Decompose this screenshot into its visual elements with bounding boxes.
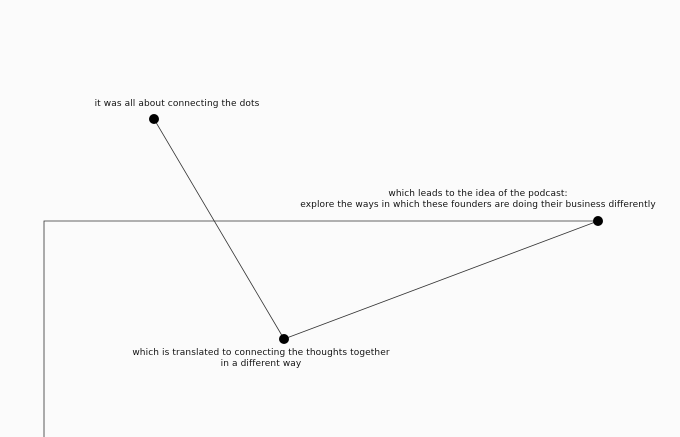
dot-3-label-line: which is translated to connecting the th… [132, 348, 390, 358]
connector-dot-3-to-dot-2 [283, 220, 599, 340]
dot-2-label: which leads to the idea of the podcast: … [288, 189, 668, 211]
dot-3-label: which is translated to connecting the th… [120, 348, 402, 370]
dot-2 [593, 216, 603, 226]
frame-line [43, 220, 598, 437]
dot-1 [149, 114, 159, 124]
dot-1-label: it was all about connecting the dots [58, 99, 296, 110]
dot-2-label-line: which leads to the idea of the podcast: [388, 189, 568, 199]
connector-dot-1-to-dot-3 [153, 118, 285, 340]
dot-2-label-line: explore the ways in which these founders… [300, 200, 656, 210]
dot-3 [279, 334, 289, 344]
dot-1-label-line: it was all about connecting the dots [94, 99, 260, 109]
dot-3-label-line: in a different way [220, 359, 302, 369]
